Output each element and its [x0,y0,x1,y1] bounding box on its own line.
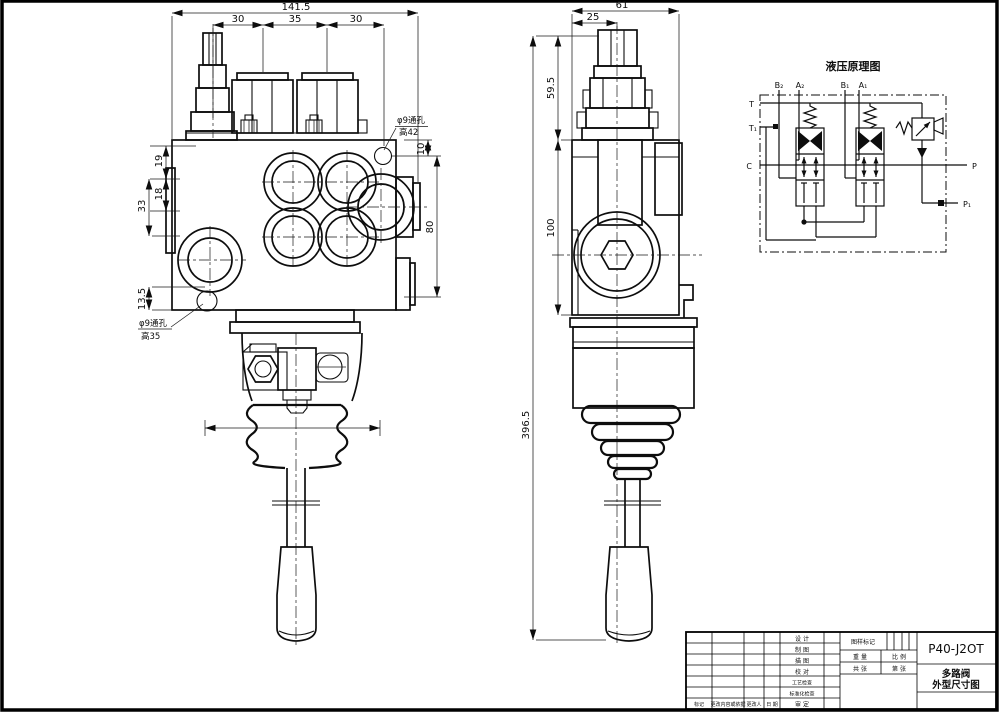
stamp-label: 图样标记 [851,638,875,646]
side-body [571,139,680,316]
note-hole-top-line1: φ9通孔 [397,115,426,126]
side-joystick-housing [569,317,698,409]
sheet-no-label: 第 张 [892,665,906,673]
front-valve-cap-1 [231,72,294,134]
dim-right-top-label: 10 [416,143,427,156]
relief-valve [895,103,958,206]
port-a2-label: A₂ [796,81,805,90]
dim-lever-offset-label: 25 [587,12,600,23]
revision-col-date: 日 期 [766,702,778,708]
front-note-hole-top: φ9通孔 高42 [383,115,428,151]
front-width-reference [204,420,381,436]
front-note-hole-bottom: φ9通孔 高35 [138,303,204,342]
port-p-label: P [972,162,977,171]
side-rear-boss [654,142,683,216]
side-view: 61 25 59.5 100 396.5 [521,0,702,645]
title-block-staff-column: 设 计 制 图 描 图 校 对 工艺检查 标准化检查 审 定 [789,635,814,709]
note-hole-bottom-line2: 高35 [141,331,160,342]
dim-cap-height-label: 59.5 [546,77,557,99]
dim-right-side-label: 80 [425,221,436,234]
schematic-title: 液压原理图 [826,59,881,73]
front-hole-phi9-bottom [196,290,218,312]
title-block-revision-row: 标记 更改内容或依据 更改人 日 期 [694,701,778,708]
side-relief-cap [576,29,659,141]
title-block-right: P40-J2OT 多路阀 外型尺寸图 [928,642,984,691]
title-block-grid [686,632,996,709]
front-ports [177,146,415,312]
dim-left-d-label: 13.5 [137,288,148,310]
spool-valve-2 [855,103,885,237]
port-p1-label: P₁ [963,200,971,209]
drawing-title-line1: 多路阀 [942,668,971,680]
scale-label: 比 例 [892,653,906,661]
dim-spacing-a-label: 30 [232,14,245,25]
front-relief-cap [185,32,238,141]
dim-spacing-c-label: 30 [350,14,363,25]
front-centerlines [178,24,428,645]
note-hole-top-line2: 高42 [399,127,418,138]
drawing-title-line2: 外型尺寸图 [931,679,980,691]
schematic-boundary [759,94,947,253]
port-c-label: C [746,162,752,171]
port-t1-label: T₁ [748,124,757,133]
side-bellows [580,404,682,481]
front-body [171,139,397,311]
side-centerlines [552,22,702,645]
staff-row-process-check: 工艺检查 [792,680,812,687]
staff-row-design: 设 计 [795,635,809,643]
port-a1-label: A₁ [859,81,868,90]
revision-col-mark: 标记 [694,701,704,708]
schematic-bottom-links [801,219,876,238]
dim-left-b-label: 18 [154,188,165,201]
dim-side-width-label: 61 [616,0,629,11]
dim-left-a-label: 19 [154,155,165,168]
dim-total-height-label: 396.5 [521,411,532,440]
staff-row-approve: 审 定 [795,701,809,709]
staff-row-trace: 描 图 [795,657,809,665]
front-left-lug [165,167,176,254]
note-hole-bottom-line1: φ9通孔 [139,318,168,329]
staff-row-check: 校 对 [795,668,809,676]
front-handle [272,468,320,642]
front-valve-cap-2 [296,72,368,134]
dim-spacing-b-label: 35 [289,14,302,25]
staff-row-standard-check: 标准化检查 [789,691,814,698]
revision-col-content: 更改内容或依据 [710,701,745,708]
staff-row-draft: 制 图 [795,646,809,654]
side-dimensions: 61 25 59.5 100 396.5 [521,0,680,641]
side-step [679,284,694,318]
side-bore [597,139,643,226]
port-t-label: T [748,100,754,109]
weight-label: 重 量 [853,653,867,661]
front-joystick-bracket [229,309,363,414]
hydraulic-schematic: 液压原理图 [746,59,977,253]
revision-col-person: 更改人 [746,701,761,708]
dim-body-height-label: 100 [546,218,557,237]
title-block: 设 计 制 图 描 图 校 对 工艺检查 标准化检查 审 定 标记 更改内容或依… [685,631,997,710]
dim-left-c-label: 33 [137,200,148,213]
dim-overall-width-label: 141.5 [282,2,311,13]
front-dimensions: 141.5 30 35 30 19 18 33 13.5 [137,2,441,311]
part-number: P40-J2OT [928,642,984,656]
front-hex-bolt [247,355,279,383]
side-handle [604,479,661,642]
front-right-boss [395,176,421,311]
schematic-port-labels: T T₁ C P P₁ B₂ A₂ B₁ A₁ [746,81,977,209]
total-sheets-label: 共 张 [853,665,867,673]
front-bellows [245,403,349,470]
port-b1-label: B₁ [841,81,850,90]
front-hole-phi9-top [373,146,393,166]
spool-valve-1 [795,103,825,237]
side-grip [605,546,653,642]
front-grip [276,546,317,642]
title-block-middle: 图样标记 重 量 比 例 共 张 第 张 [851,638,906,673]
front-view: 141.5 30 35 30 19 18 33 13.5 [137,2,441,645]
port-b2-label: B₂ [775,81,784,90]
